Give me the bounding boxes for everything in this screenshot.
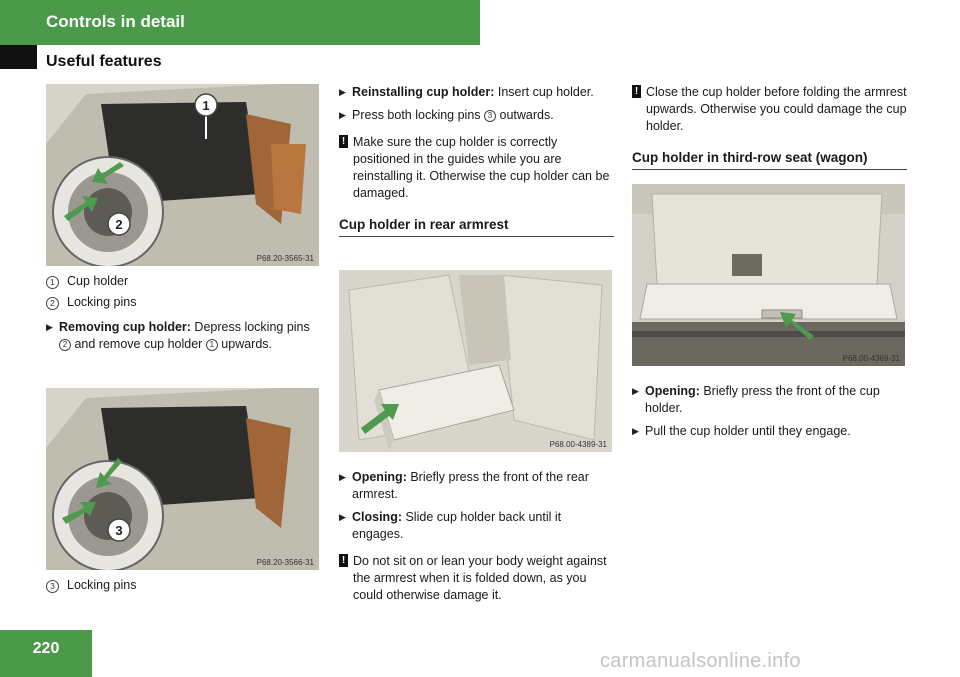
figure-code: P68.00-4389-31 [549, 440, 607, 449]
callout-1: 1 [202, 98, 209, 113]
warning-icon: ! [632, 85, 641, 98]
chapter-title: Controls in detail [46, 12, 185, 31]
step-arrow-icon: ▶ [339, 512, 346, 522]
right-column: ! Close the cup holder before folding th… [632, 84, 907, 178]
step-arrow-icon: ▶ [632, 426, 639, 436]
step-arrow-icon: ▶ [339, 472, 346, 482]
figure-code: P68.20-3565-31 [256, 254, 314, 263]
section-marker [0, 45, 37, 69]
step-reinstalling: ▶ Reinstalling cup holder: Insert cup ho… [339, 85, 594, 99]
middle-column: ▶ Reinstalling cup holder: Insert cup ho… [339, 84, 614, 245]
locking-pins-illustration: 3 [46, 388, 319, 570]
warning-icon: ! [339, 135, 348, 148]
step-arrow-icon: ▶ [46, 322, 53, 332]
third-row-illustration [632, 184, 905, 366]
step-closing: ▶ Closing: Slide cup holder back until i… [339, 510, 562, 541]
step-arrow-icon: ▶ [632, 386, 639, 396]
figure-cup-holder-2: 3 P68.20-3566-31 [46, 388, 319, 570]
step-arrow-icon: ▶ [339, 87, 346, 97]
figure-code: P68.20-3566-31 [256, 558, 314, 567]
warning-note: ! Do not sit on or lean your body weight… [339, 553, 614, 604]
warning-note: ! Make sure the cup holder is correctly … [339, 134, 614, 202]
page-number-band [0, 630, 92, 677]
heading-rear-armrest: Cup holder in rear armrest [339, 216, 614, 237]
cup-holder-illustration: 1 2 [46, 84, 319, 266]
rear-armrest-illustration [339, 270, 612, 452]
watermark: carmanualsonline.info [600, 650, 801, 672]
step-press-pins: ▶ Press both locking pins 3 outwards. [339, 108, 554, 122]
figure-rear-armrest: P68.00-4389-31 [339, 270, 612, 452]
step-pull: ▶ Pull the cup holder until they engage. [632, 424, 851, 438]
step-removing: ▶ Removing cup holder: Depress locking p… [46, 320, 310, 351]
warning-icon: ! [339, 554, 348, 567]
figure-cup-holder-1: 1 2 P68.20-3565-31 [46, 84, 319, 266]
step-opening: ▶ Opening: Briefly press the front of th… [339, 470, 589, 501]
section-title: Useful features [46, 53, 162, 70]
step-arrow-icon: ▶ [339, 110, 346, 120]
warning-note: ! Close the cup holder before folding th… [632, 84, 907, 135]
page-number: 220 [32, 640, 60, 657]
step-opening: ▶ Opening: Briefly press the front of th… [632, 384, 880, 415]
middle-column-lower: ▶ Opening: Briefly press the front of th… [339, 469, 614, 612]
callout-2: 2 [115, 217, 122, 232]
figure-third-row: P68.00-4369-31 [632, 184, 905, 366]
heading-third-row: Cup holder in third-row seat (wagon) [632, 149, 907, 170]
right-column-lower: ▶ Opening: Briefly press the front of th… [632, 383, 907, 446]
figure-code: P68.00-4369-31 [842, 354, 900, 363]
header-band [0, 0, 480, 45]
callout-3: 3 [115, 523, 122, 538]
